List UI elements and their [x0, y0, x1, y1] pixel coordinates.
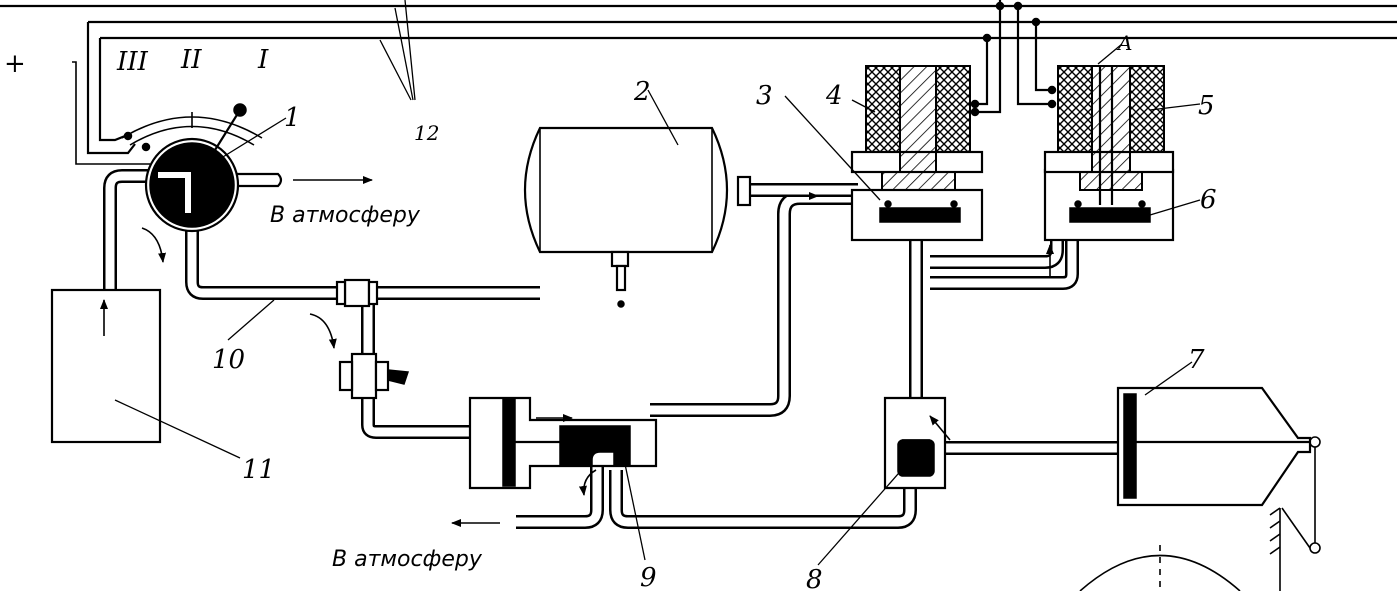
label-A: A — [1116, 31, 1132, 55]
solenoid-valve-5-6 — [1043, 43, 1201, 242]
label-2: 2 — [633, 77, 651, 107]
labels: + III II I 1 2 3 4 A 5 6 7 8 9 10 11 12 … — [4, 31, 1217, 591]
label-pos-II: II — [180, 45, 202, 75]
label-10: 10 — [212, 345, 245, 375]
label-4: 4 — [825, 81, 843, 111]
label-6: 6 — [1200, 185, 1217, 215]
flow-arrows — [100, 176, 1054, 527]
air-distributor-9 — [468, 396, 658, 561]
label-7: 7 — [1188, 345, 1205, 375]
brake-cylinder-7 — [1079, 361, 1321, 591]
main-air-tank-2 — [523, 89, 752, 308]
label-plus: + — [4, 49, 26, 79]
label-pos-III: III — [116, 47, 149, 77]
label-3: 3 — [756, 81, 773, 111]
label-5: 5 — [1198, 91, 1215, 121]
label-8: 8 — [806, 565, 823, 591]
label-to-atmosphere-bottom: В атмосферу — [332, 547, 483, 572]
label-to-atmosphere-top: В атмосферу — [270, 203, 421, 228]
label-12: 12 — [414, 121, 439, 145]
relay-valve-8 — [817, 396, 947, 566]
label-pos-I: I — [257, 45, 269, 75]
cutoff-cock — [227, 278, 410, 400]
label-1: 1 — [284, 103, 301, 133]
drivers-valve-1[interactable] — [121, 103, 287, 233]
control-wires-12 — [0, 0, 1397, 165]
label-9: 9 — [640, 563, 657, 591]
air-pipelines — [103, 169, 1118, 529]
label-11: 11 — [242, 455, 275, 485]
solenoid-valve-3-4 — [784, 65, 984, 242]
reservoir-11 — [50, 288, 241, 459]
